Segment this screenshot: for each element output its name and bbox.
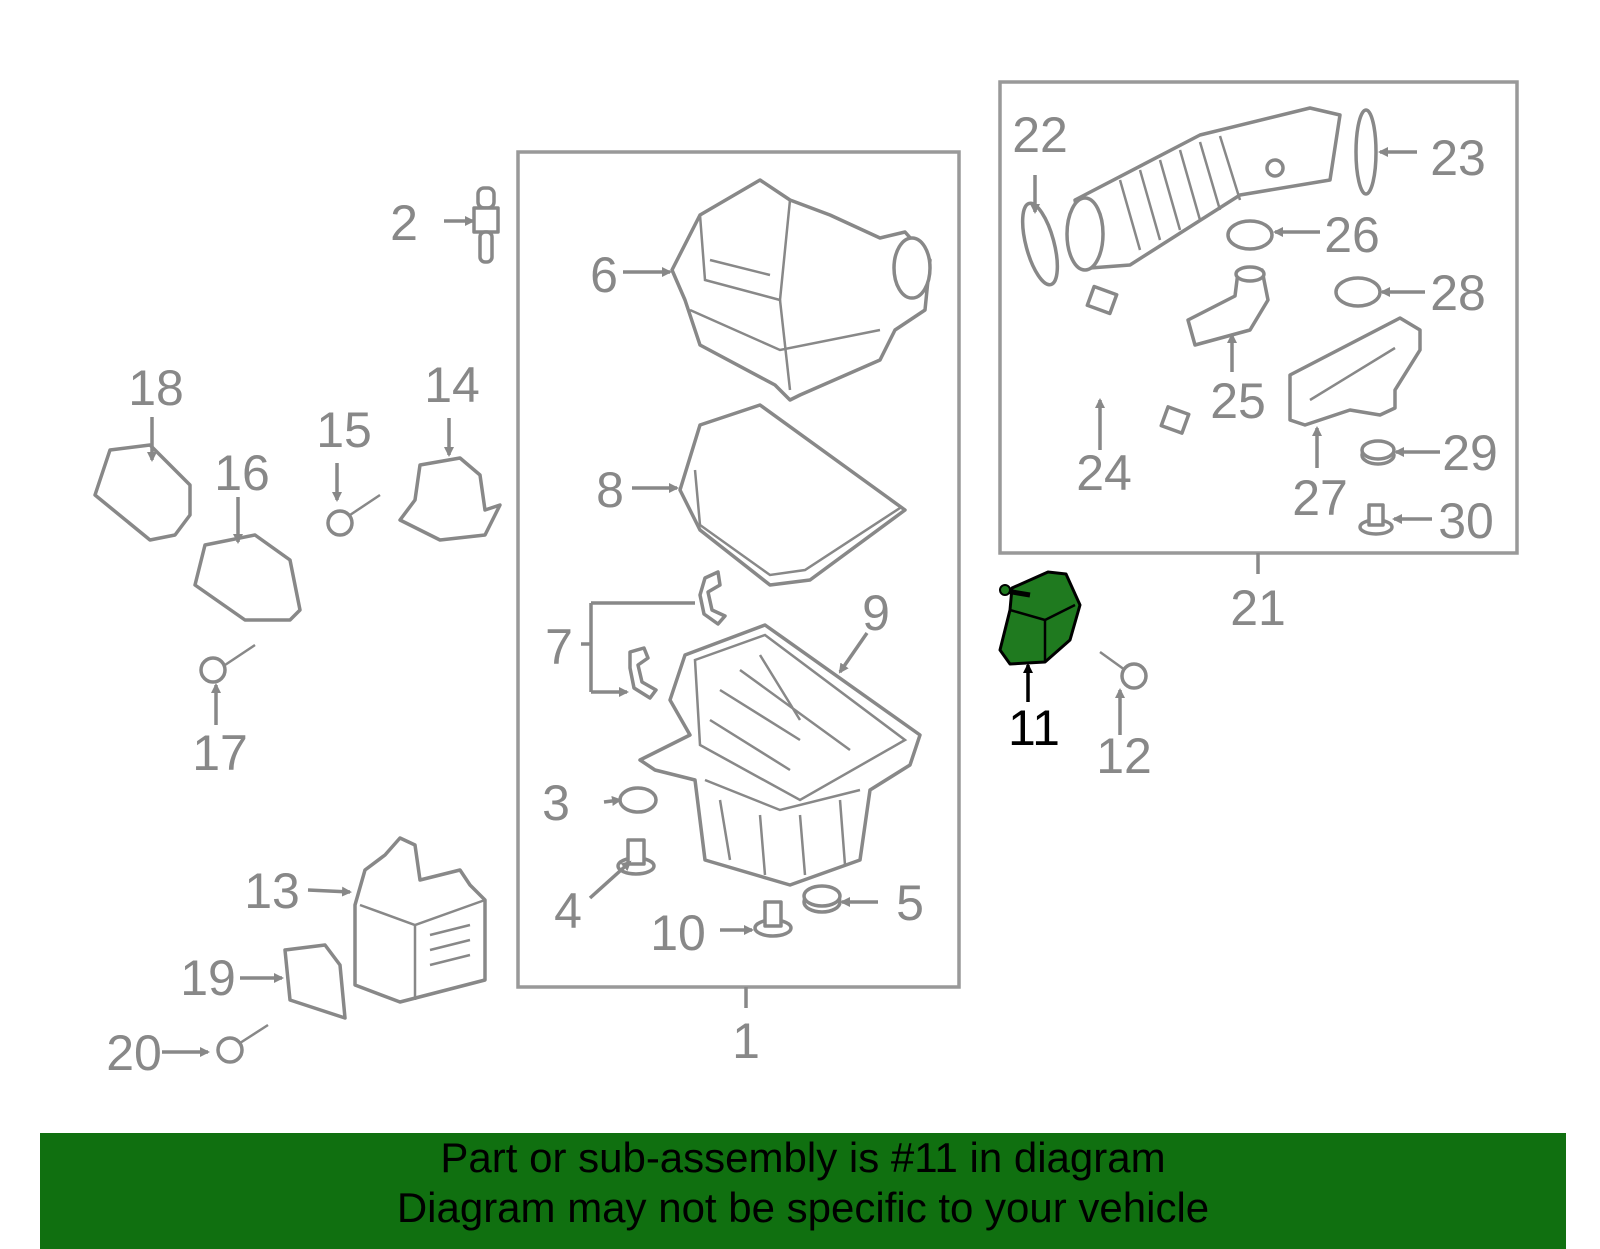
part-18-bracket	[93, 443, 192, 542]
callout-28: 28	[1430, 265, 1486, 321]
part-25-hose	[1186, 265, 1270, 347]
part-24-hose	[1057, 284, 1191, 435]
part-21-intake-duct	[1065, 106, 1342, 272]
part-7-clips	[628, 570, 727, 700]
part-19-plate	[283, 943, 347, 1020]
part-20-bolt	[216, 1023, 269, 1064]
callout-2: 2	[390, 195, 418, 251]
callout-24: 24	[1076, 445, 1132, 501]
part-15-bolt	[326, 493, 381, 537]
part-28-clamp	[1334, 276, 1382, 308]
callout-23: 23	[1430, 130, 1486, 186]
part-23-clamp	[1354, 108, 1378, 196]
callout-29: 29	[1442, 425, 1498, 481]
callout-5: 5	[896, 875, 924, 931]
callout-8: 8	[596, 462, 624, 518]
part-17-bolt	[199, 643, 256, 684]
part-3-grommet	[618, 786, 658, 814]
callout-19: 19	[180, 950, 236, 1006]
callout-21: 21	[1230, 580, 1286, 636]
part-6-air-cleaner-cover	[670, 178, 932, 402]
callout-6: 6	[590, 247, 618, 303]
callout-11[interactable]: 11	[1008, 700, 1060, 756]
callout-4: 4	[554, 883, 582, 939]
callout-16: 16	[214, 445, 270, 501]
assembly-1-box	[516, 150, 961, 989]
part-27-duct	[1288, 316, 1422, 427]
callout-17: 17	[192, 725, 248, 781]
part-29-grommet	[1360, 439, 1396, 466]
callout-7: 7	[545, 619, 573, 675]
part-30-stud	[1358, 503, 1394, 536]
banner-line-1: Part or sub-assembly is #11 in diagram	[440, 1134, 1166, 1181]
part-13-housing	[353, 836, 487, 1004]
part-16-bracket	[193, 533, 302, 622]
banner-line-2: Diagram may not be specific to your vehi…	[396, 1184, 1210, 1231]
callout-15: 15	[316, 402, 372, 458]
callout-30: 30	[1438, 493, 1494, 549]
info-banner: Part or sub-assembly is #11 in diagram D…	[40, 1133, 1566, 1249]
callout-9: 9	[862, 585, 890, 641]
callout-26: 26	[1324, 207, 1380, 263]
part-26-clamp	[1226, 219, 1274, 251]
part-8-filter-element	[678, 403, 907, 587]
part-22-clamp	[1020, 201, 1060, 287]
part-12-bolt	[1099, 650, 1148, 690]
part-11-highlighted[interactable]	[998, 570, 1082, 666]
part-10-stud	[753, 900, 793, 938]
callout-22: 22	[1012, 107, 1068, 163]
part-2-pin	[472, 186, 500, 264]
callout-20: 20	[106, 1025, 162, 1081]
part-5-grommet	[802, 884, 842, 914]
callout-14: 14	[424, 357, 480, 413]
callout-18: 18	[128, 360, 184, 416]
callout-12: 12	[1096, 728, 1152, 784]
callout-10: 10	[650, 905, 706, 961]
callout-25: 25	[1210, 373, 1266, 429]
callout-27: 27	[1292, 470, 1348, 526]
callout-13: 13	[244, 863, 300, 919]
part-9-air-cleaner-case	[638, 623, 922, 887]
callout-1: 1	[732, 1013, 760, 1069]
part-14-bracket	[398, 456, 502, 542]
callout-3: 3	[542, 775, 570, 831]
